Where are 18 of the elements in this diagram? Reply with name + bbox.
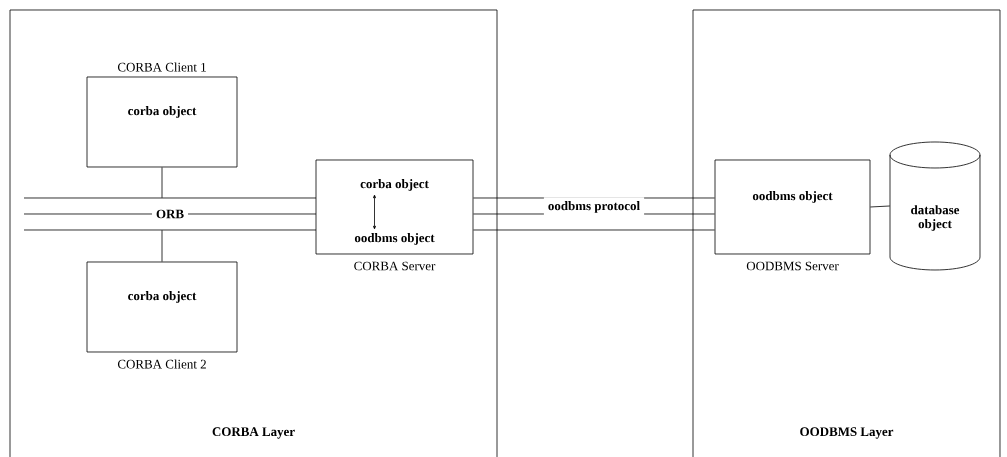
- node-caption: OODBMS Server: [746, 261, 839, 271]
- database-cylinder: database object: [889, 141, 981, 271]
- connector: [161, 167, 163, 199]
- node-caption: CORBA Server: [354, 261, 436, 271]
- object-box: corba object: [86, 76, 238, 168]
- bus-band: ORB: [23, 197, 317, 231]
- node-caption: CORBA Client 1: [117, 62, 206, 72]
- object-label: corba object: [360, 179, 429, 191]
- object-label: oodbms object: [354, 233, 435, 245]
- connector: [161, 229, 163, 262]
- object-box: corba object: [86, 261, 238, 353]
- node-label: ORB: [156, 209, 184, 219]
- node-caption: CORBA Client 2: [117, 359, 206, 369]
- edge-label: oodbms protocol: [543, 197, 645, 217]
- connector: [870, 205, 891, 208]
- connector: [373, 194, 376, 230]
- object-box: oodbms object: [714, 159, 871, 255]
- node-label: database object: [911, 205, 960, 231]
